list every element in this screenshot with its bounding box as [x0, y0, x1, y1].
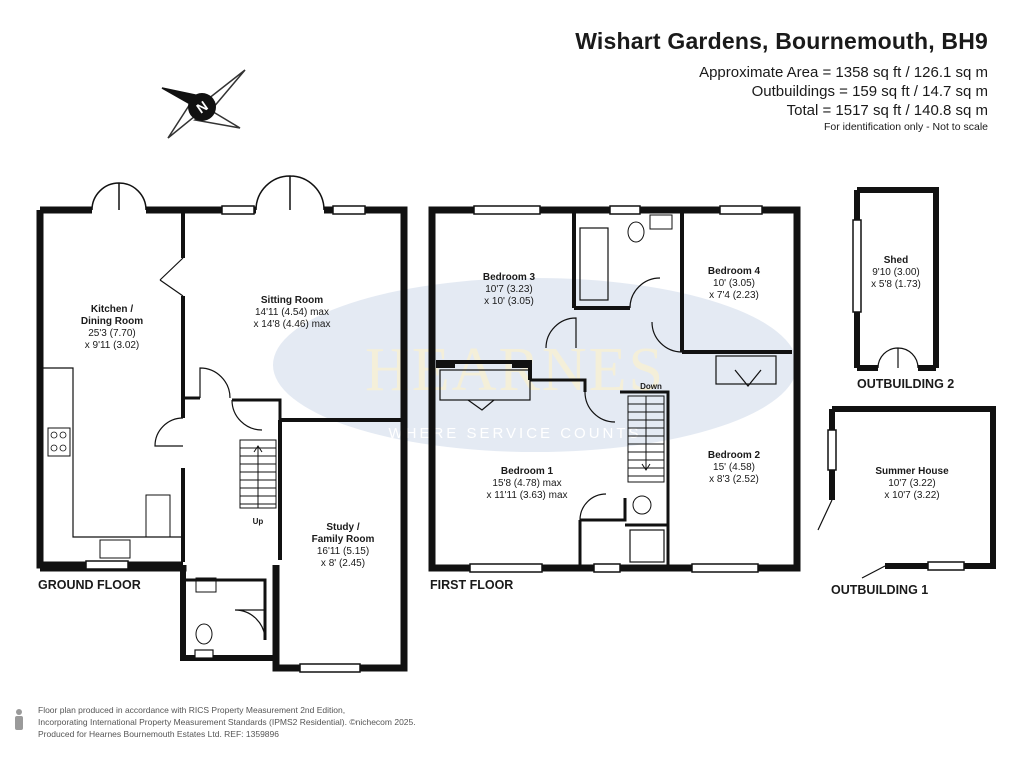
- shed-dim-2: x 5'8 (1.73): [871, 279, 921, 290]
- approximate-area: Approximate Area = 1358 sq ft / 126.1 sq…: [699, 64, 988, 81]
- study-dim-2: x 8' (2.45): [321, 558, 365, 569]
- bedroom1-dim-2: x 11'11 (3.63) max: [486, 490, 567, 501]
- stairs-down-label: Down: [640, 382, 662, 391]
- sitting-dim-1: 14'11 (4.54) max: [255, 307, 329, 318]
- kitchen-name-1: Kitchen /: [91, 304, 133, 315]
- bedroom3-dim-1: 10'7 (3.23): [485, 284, 533, 295]
- kitchen-name-2: Dining Room: [81, 316, 143, 327]
- first-floor-label: FIRST FLOOR: [430, 578, 513, 592]
- shed-name: Shed: [884, 255, 908, 266]
- summer-house-dim-1: 10'7 (3.22): [888, 478, 936, 489]
- summer-house-name: Summer House: [875, 466, 949, 477]
- bedroom1-dim-1: 15'8 (4.78) max: [492, 478, 561, 489]
- bedroom1-name: Bedroom 1: [501, 466, 554, 477]
- watermark: HEARNES WHERE SERVICE COUNTS: [273, 278, 797, 452]
- ground-floor-plan: [36, 175, 408, 673]
- compass-icon: N: [161, 69, 246, 139]
- sitting-dim-2: x 14'8 (4.46) max: [254, 319, 331, 330]
- bedroom4-dim-1: 10' (3.05): [713, 278, 755, 289]
- watermark-tagline: WHERE SERVICE COUNTS: [388, 425, 641, 442]
- footer-line-3: Produced for Hearnes Bournemouth Estates…: [38, 729, 279, 739]
- outbuilding-2-label: OUTBUILDING 2: [857, 377, 954, 391]
- summer-house-dim-2: x 10'7 (3.22): [884, 490, 939, 501]
- bedroom2-dim-2: x 8'3 (2.52): [709, 474, 759, 485]
- bedroom3-dim-2: x 10' (3.05): [484, 296, 534, 307]
- sitting-name: Sitting Room: [261, 295, 323, 306]
- disclaimer: For identification only - Not to scale: [824, 121, 988, 133]
- kitchen-dim-2: x 9'11 (3.02): [85, 340, 140, 351]
- footer-line-1: Floor plan produced in accordance with R…: [38, 705, 346, 715]
- outbuildings-area: Outbuildings = 159 sq ft / 14.7 sq m: [751, 83, 988, 100]
- footer-line-2: Incorporating International Property Mea…: [38, 717, 416, 727]
- study-name-1: Study /: [326, 522, 360, 533]
- stairs-up-label: Up: [253, 517, 264, 526]
- shed-dim-1: 9'10 (3.00): [872, 267, 920, 278]
- outbuilding-1-plan: [817, 406, 996, 579]
- study-dim-1: 16'11 (5.15): [317, 546, 369, 557]
- outbuilding-1-label: OUTBUILDING 1: [831, 583, 928, 597]
- outbuilding-2-plan: [852, 187, 939, 371]
- ground-floor-label: GROUND FLOOR: [38, 578, 141, 592]
- kitchen-dim-1: 25'3 (7.70): [88, 328, 136, 339]
- first-floor-plan: [428, 205, 801, 573]
- study-name-2: Family Room: [312, 534, 375, 545]
- bedroom4-dim-2: x 7'4 (2.23): [709, 290, 759, 301]
- person-icon: [15, 709, 23, 730]
- total-area: Total = 1517 sq ft / 140.8 sq m: [786, 102, 988, 119]
- bedroom2-name: Bedroom 2: [708, 450, 761, 461]
- bedroom3-name: Bedroom 3: [483, 272, 536, 283]
- bedroom2-dim-1: 15' (4.58): [713, 462, 755, 473]
- bedroom4-name: Bedroom 4: [708, 266, 761, 277]
- property-title: Wishart Gardens, Bournemouth, BH9: [575, 28, 988, 54]
